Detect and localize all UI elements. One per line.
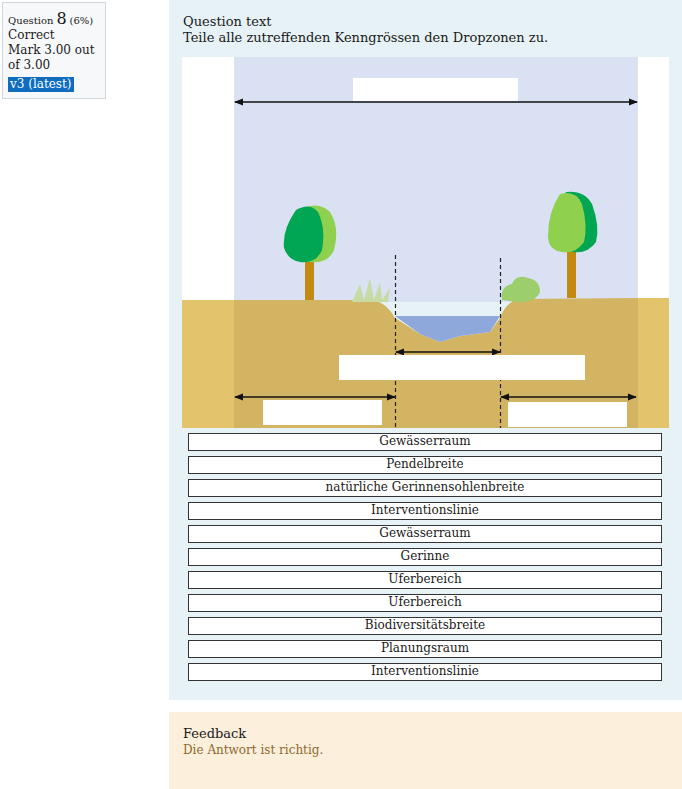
instruction-text: Teile alle zutreffenden Kenngrössen den … bbox=[183, 30, 668, 46]
water bbox=[395, 316, 500, 342]
answer-label: Interventionslinie bbox=[193, 503, 657, 518]
answer-chip: Uferbereich bbox=[188, 594, 662, 612]
answer-chip: Gewässerraum bbox=[188, 525, 662, 543]
question-label: Question bbox=[8, 15, 53, 26]
bush bbox=[502, 277, 540, 302]
feedback-panel: FeedbackDie Antwort ist richtig. bbox=[169, 712, 682, 789]
drop-zone bbox=[353, 78, 518, 101]
tree-crown bbox=[548, 193, 586, 252]
answer-label: Gerinne bbox=[193, 549, 657, 564]
answer-chip: Gerinne bbox=[188, 548, 662, 566]
dashed-line bbox=[500, 258, 501, 428]
dimension-arrow bbox=[235, 101, 637, 102]
question-number: 8 bbox=[56, 9, 66, 28]
drop-zone bbox=[339, 355, 585, 380]
tree-trunk bbox=[567, 248, 576, 298]
panel-heading: Question text bbox=[183, 14, 668, 30]
mark-text: Mark 3.00 out of 3.00 bbox=[8, 43, 100, 73]
answer-chip: Uferbereich bbox=[188, 571, 662, 589]
tree-trunk bbox=[305, 258, 314, 300]
question-panel-ground bbox=[169, 0, 682, 700]
ground-outer bbox=[182, 300, 234, 428]
answer-label: Interventionslinie bbox=[193, 664, 657, 679]
answer-chip: Pendelbreite bbox=[188, 456, 662, 474]
sky bbox=[234, 57, 638, 302]
status-text: Correct bbox=[8, 28, 100, 43]
answer-label: Pendelbreite bbox=[193, 457, 657, 472]
answer-chip: Interventionslinie bbox=[188, 663, 662, 681]
answer-label: Gewässerraum bbox=[193, 434, 657, 449]
answer-label: Uferbereich bbox=[193, 595, 657, 610]
answer-chip: Biodiversitätsbreite bbox=[188, 617, 662, 635]
dimension-arrow bbox=[396, 351, 500, 352]
panel-heading: Feedback bbox=[183, 726, 668, 742]
feedback-text: Die Antwort ist richtig. bbox=[183, 742, 668, 758]
answer-label: Uferbereich bbox=[193, 572, 657, 587]
feedback-panel-ground bbox=[169, 712, 682, 789]
answer-label: Gewässerraum bbox=[193, 526, 657, 541]
dimension-arrow bbox=[501, 396, 636, 397]
ground-outer bbox=[638, 298, 669, 428]
tree-crown bbox=[284, 206, 324, 262]
dashed-line bbox=[395, 255, 396, 428]
question-weight: (6%) bbox=[70, 15, 94, 26]
picture-margin bbox=[182, 57, 669, 302]
answer-label: natürliche Gerinnensohlenbreite bbox=[193, 480, 657, 495]
answer-chip: Planungsraum bbox=[188, 640, 662, 658]
ground bbox=[234, 298, 638, 428]
drop-zone bbox=[508, 402, 627, 427]
status-box: Question8 (6%) CorrectMark 3.00 out of 3.0… bbox=[2, 2, 106, 99]
answer-label: Biodiversitätsbreite bbox=[193, 618, 657, 633]
dimension-arrow bbox=[235, 396, 395, 397]
grass bbox=[352, 278, 390, 302]
answer-chip: Gewässerraum bbox=[188, 433, 662, 451]
question-panel: Question textTeile alle zutreffenden Ken… bbox=[169, 0, 682, 700]
answer-label: Planungsraum bbox=[193, 641, 657, 656]
answer-chip: natürliche Gerinnensohlenbreite bbox=[188, 479, 662, 497]
answer-chip: Interventionslinie bbox=[188, 502, 662, 520]
version-tag: v3 (latest) bbox=[8, 77, 74, 92]
drop-zone bbox=[263, 400, 382, 425]
